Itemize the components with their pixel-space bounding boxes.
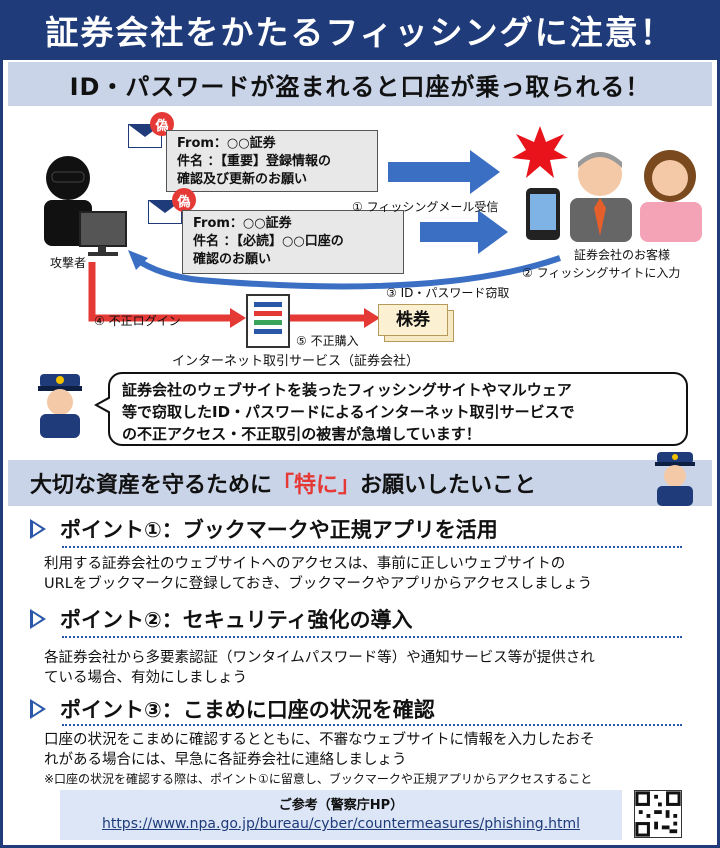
phishing-mail-2: From：○○証券 件名 ：【必読】○○口座の 確認のお願い: [182, 210, 404, 274]
point-3-line-1: 口座の状況をこまめに確認するとともに、不審なウェブサイトに情報を入力したおそ: [44, 732, 595, 748]
service-label: インターネット取引サービス（証券会社）: [172, 354, 420, 369]
reference-link[interactable]: https://www.npa.go.jp/bureau/cyber/count…: [101, 816, 581, 832]
section-header: 大切な資産を守るために 「特に」 お願いしたいこと: [8, 460, 712, 506]
alert-burst-icon: [512, 126, 568, 178]
qr-code-icon[interactable]: [634, 790, 682, 838]
point-1-body: 利用する証券会社のウェブサイトへのアクセスは、事前に正しいウェブサイトの URL…: [44, 554, 704, 594]
mail2-subject2: 確認のお願い: [193, 252, 272, 267]
step1-label: ① フィッシングメール受信: [352, 200, 499, 214]
warning-bubble: 証券会社のウェブサイトを装ったフィッシングサイトやマルウェア 等で窃取したID・…: [94, 372, 688, 446]
warning-line-3: の不正アクセス・不正取引の被害が急増しています！: [122, 425, 481, 443]
point-2-line-1: 各証券会社から多要素認証（ワンタイムパスワード等）や通知サービス等が提供され: [44, 650, 595, 666]
triangle-bullet-icon: [30, 699, 46, 719]
section-header-post: お願いしたいこと: [360, 473, 537, 498]
customer-man-icon: [570, 152, 632, 242]
customer-woman-icon: [640, 150, 702, 242]
divider: [62, 636, 682, 638]
stock-label: 株券: [378, 304, 448, 336]
mail2-subject: 件名 ：【必読】○○口座の: [193, 234, 344, 249]
point-1-line-1: 利用する証券会社のウェブサイトへのアクセスは、事前に正しいウェブサイトの: [44, 556, 566, 572]
warning-line-2: 等で窃取したID・パスワードによるインターネット取引サービスで: [122, 403, 575, 421]
triangle-bullet-icon: [30, 519, 46, 539]
point-3-title: ポイント③：こまめに口座の状況を確認: [60, 698, 435, 722]
mail1-from: From：○○証券: [177, 136, 276, 151]
smartphone-icon: [526, 188, 560, 240]
step4-label: ④ 不正ログイン: [94, 314, 181, 328]
point-1-title: ポイント①：ブックマークや正規アプリを活用: [60, 518, 498, 542]
mail1-subject2: 確認及び更新のお願い: [177, 172, 308, 187]
section-header-pre: 大切な資産を守るために: [30, 473, 273, 498]
page-title: 証券会社をかたるフィッシングに注意！: [0, 0, 720, 60]
attacker-icon: [44, 156, 127, 256]
police-officer-icon: [38, 374, 82, 438]
reference-title: ご参考（警察庁HP）: [278, 798, 404, 813]
divider: [62, 546, 682, 548]
page-subtitle: ID・パスワードが盗まれると口座が乗っ取られる！: [8, 62, 712, 106]
point-2-heading: ポイント②：セキュリティ強化の導入: [30, 604, 413, 634]
warning-line-1: 証券会社のウェブサイトを装ったフィッシングサイトやマルウェア: [122, 381, 572, 399]
point-1-heading: ポイント①：ブックマークや正規アプリを活用: [30, 514, 498, 544]
reference-box: ご参考（警察庁HP） https://www.npa.go.jp/bureau/…: [60, 790, 622, 840]
trading-site-icon: [246, 294, 290, 348]
point-3-body: 口座の状況をこまめに確認するとともに、不審なウェブサイトに情報を入力したおそ れ…: [44, 730, 704, 770]
point-2-title: ポイント②：セキュリティ強化の導入: [60, 608, 413, 632]
police-officer-icon: [655, 452, 695, 506]
mail2-from: From：○○証券: [193, 216, 292, 231]
stock-certificates-icon: 株券: [378, 304, 454, 342]
section-header-emphasis: 「特に」: [272, 473, 361, 498]
point-2-line-2: ている場合、有効にしましょう: [44, 670, 247, 686]
attacker-label: 攻撃者: [50, 256, 87, 270]
customer-label: 証券会社のお客様: [574, 248, 671, 262]
phishing-mail-1: From：○○証券 件名 ：【重要】登録情報の 確認及び更新のお願い: [166, 130, 378, 192]
point-3-note: ※口座の状況を確認する際は、ポイント①に留意し、ブックマークや正規アプリからアク…: [44, 772, 593, 786]
point-1-line-2: URLをブックマークに登録しておき、ブックマークやアプリからアクセスしましょう: [44, 576, 593, 592]
point-3-heading: ポイント③：こまめに口座の状況を確認: [30, 694, 435, 724]
step2-label: ② フィッシングサイトに入力: [522, 266, 681, 280]
step5-label: ⑤ 不正購入: [296, 334, 359, 348]
mail1-subject: 件名 ：【重要】登録情報の: [177, 154, 332, 169]
divider: [62, 724, 682, 726]
fake-mark-icon: 偽: [172, 188, 196, 212]
point-3-line-2: れがある場合には、早急に各証券会社に連絡しましょう: [44, 752, 407, 768]
triangle-bullet-icon: [30, 609, 46, 629]
step3-label: ③ ID・パスワード窃取: [386, 286, 510, 300]
point-2-body: 各証券会社から多要素認証（ワンタイムパスワード等）や通知サービス等が提供され て…: [44, 648, 704, 688]
